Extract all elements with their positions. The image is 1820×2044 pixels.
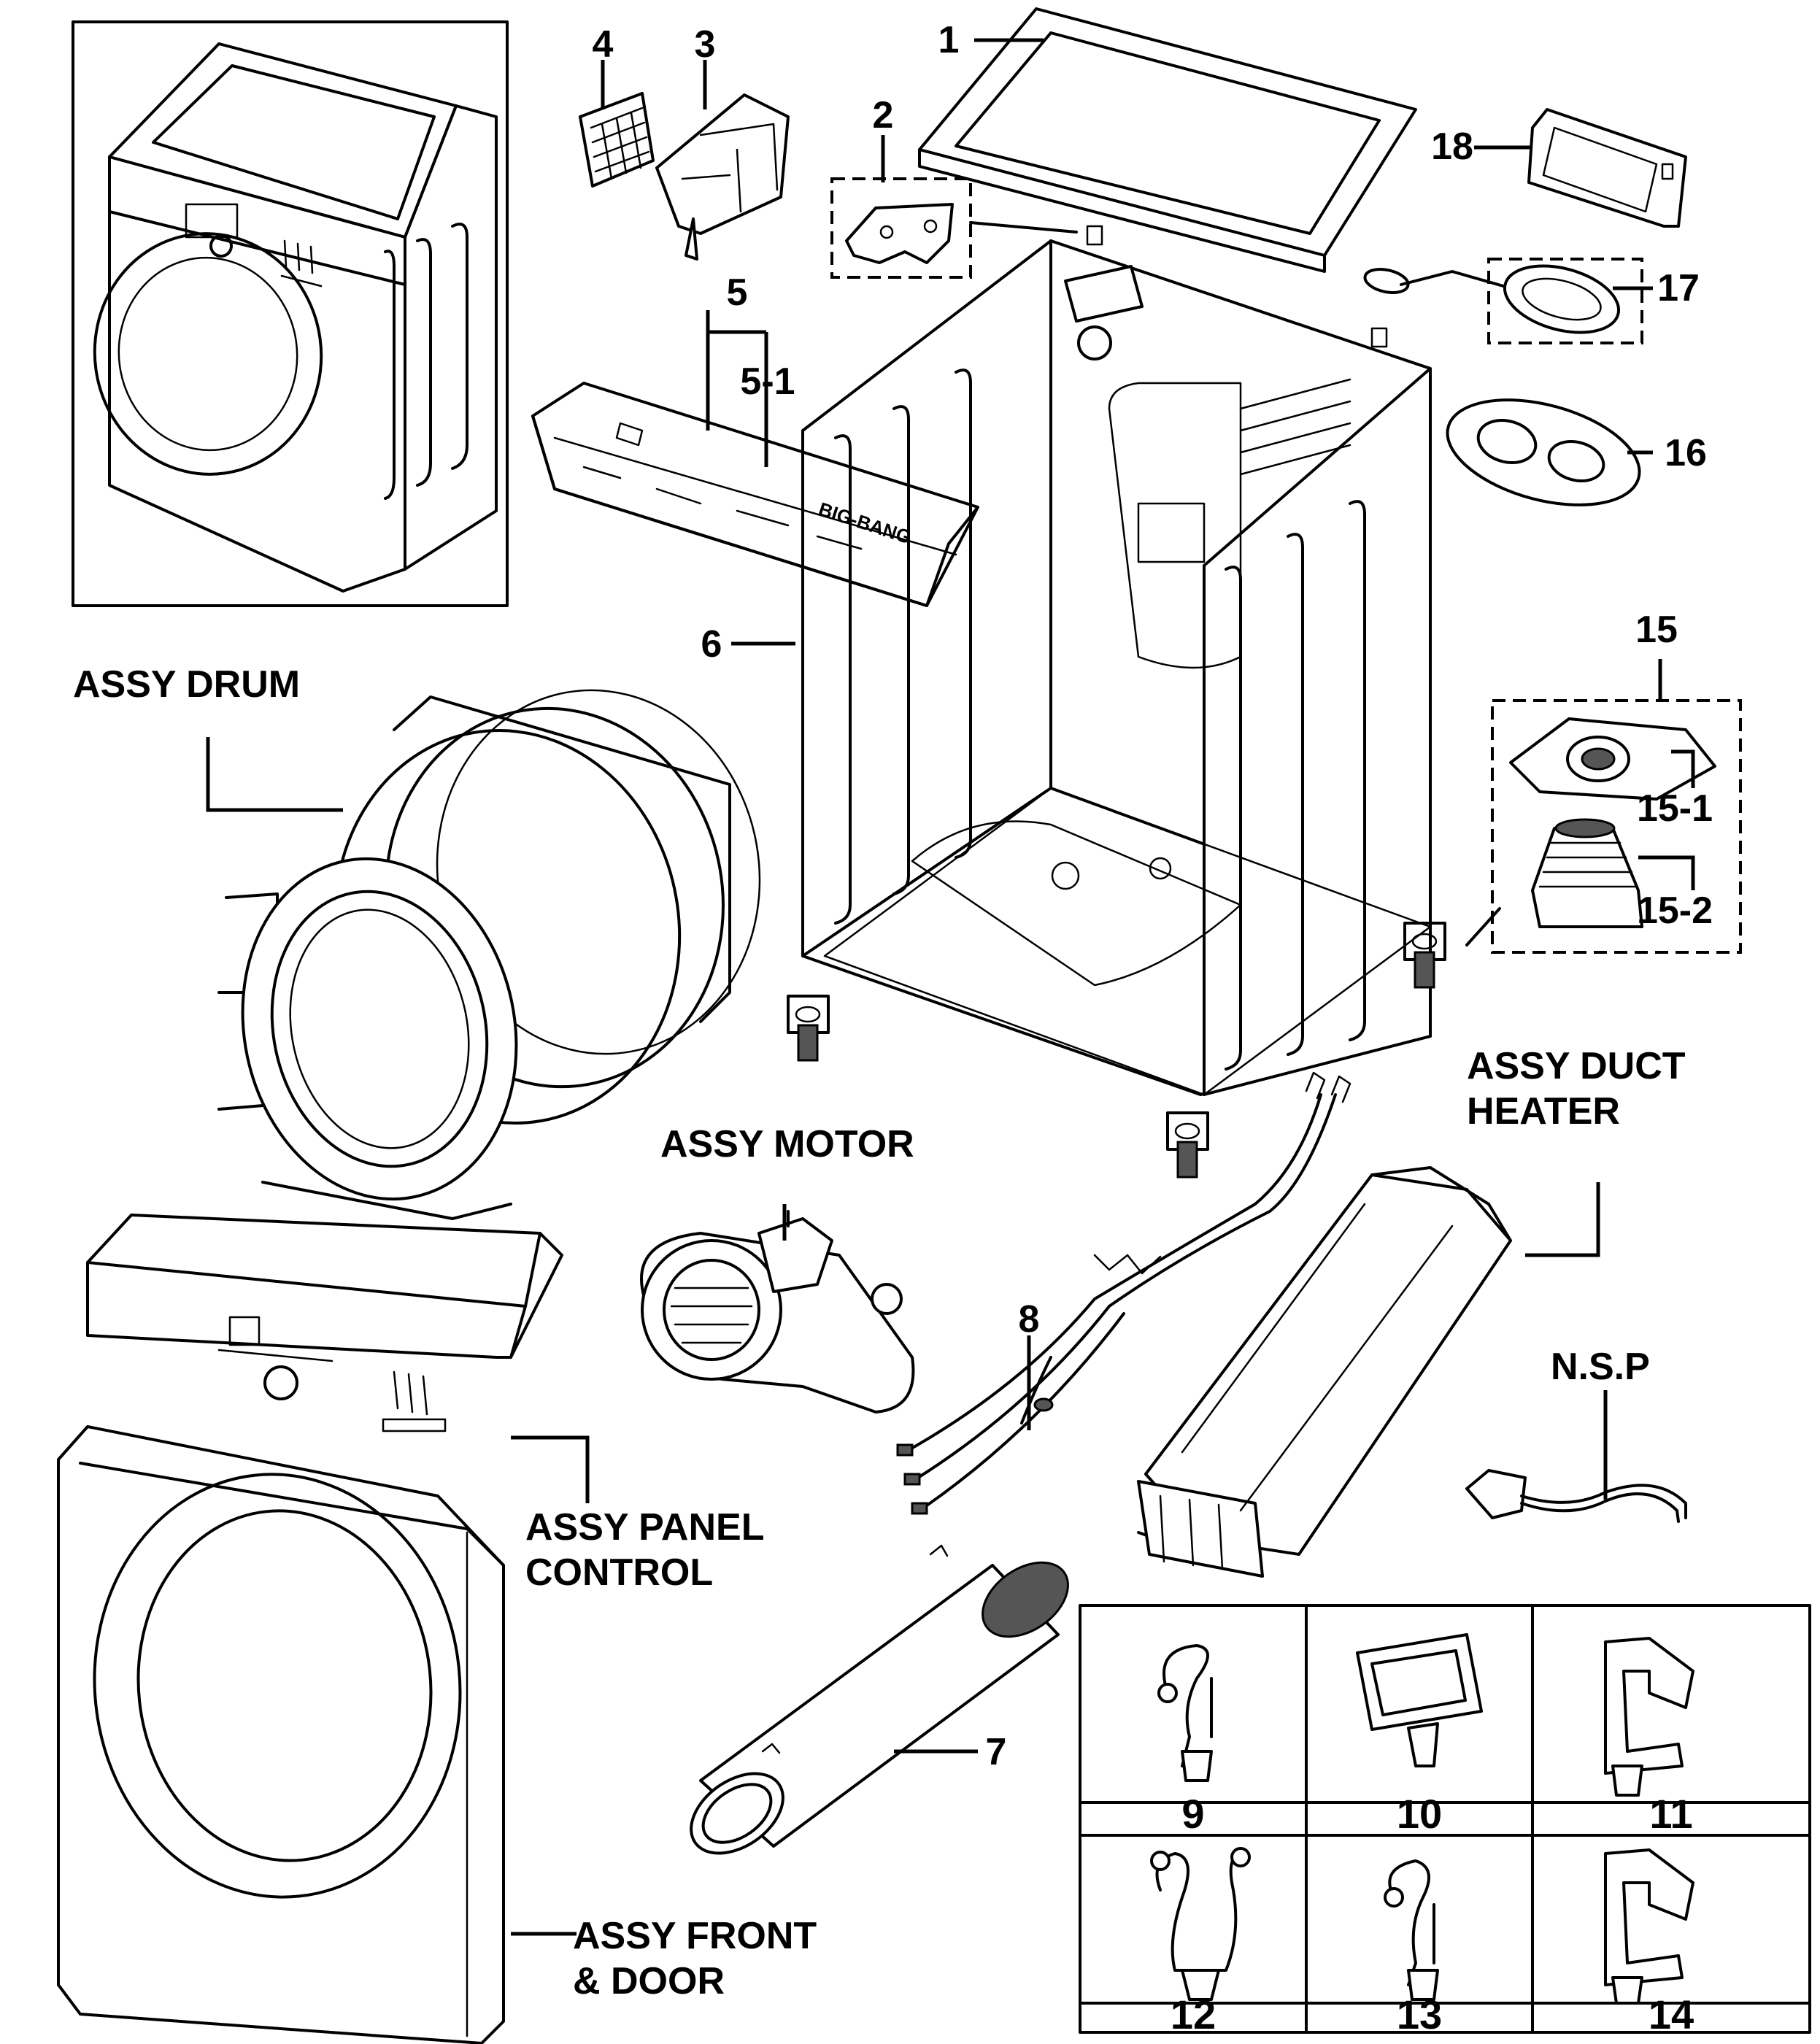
control-panel-assembly-illustration: [86, 1214, 563, 1432]
clip-10-illustration: [1356, 1633, 1483, 1767]
clip-12-illustration: [1150, 1847, 1251, 2001]
duct-heater-illustration: [1137, 1166, 1512, 1578]
label-assy-front-line2: & DOOR: [573, 1960, 725, 2002]
callout-15-1: 15-1: [1637, 787, 1713, 830]
part-18-plate: [1527, 108, 1687, 228]
callout-6: 6: [701, 623, 722, 666]
label-assy-front-line1: ASSY FRONT: [573, 1915, 817, 1957]
callout-4: 4: [593, 23, 614, 66]
drum-assembly-illustration: [217, 689, 761, 1220]
front-door-assembly-illustration: [57, 1425, 505, 2044]
callout-8: 8: [1019, 1298, 1040, 1341]
clip-9-illustration: [1157, 1644, 1213, 1782]
part-5-control-frame: BIG-BANG: [531, 382, 979, 607]
callout-2: 2: [873, 94, 894, 136]
clip-11-illustration: [1604, 1637, 1694, 1797]
callout-5: 5: [727, 271, 748, 314]
part-1-top-cover: [918, 7, 1417, 273]
clip-table: 9 10 11 12 13 14: [1079, 1604, 1811, 2037]
callout-1: 1: [938, 19, 960, 61]
leveling-foot-left: [787, 995, 830, 1062]
leveling-foot-center: [1166, 1111, 1209, 1179]
callout-15: 15: [1635, 609, 1678, 651]
part-15-foot-assembly: [1465, 699, 1742, 954]
motor-assembly-illustration: [640, 1210, 915, 1414]
clip-label-10: 10: [1397, 1791, 1442, 1837]
part-16-oval-bracket: [1446, 398, 1641, 506]
clip-14-illustration: [1604, 1848, 1694, 2005]
dryer-overview-illustration: [72, 20, 509, 607]
label-assy-motor: ASSY MOTOR: [660, 1123, 914, 1165]
callout-18: 18: [1431, 126, 1473, 168]
part-17-gasket-set: [1363, 258, 1643, 344]
callout-17: 17: [1657, 267, 1700, 309]
part-7-duct-pipe: [690, 1544, 1069, 1855]
label-assy-drum: ASSY DRUM: [73, 663, 300, 706]
clip-13-illustration: [1384, 1859, 1439, 2001]
callout-16: 16: [1665, 432, 1707, 474]
assembly-labels: ASSY DRUM ASSY MOTOR ASSY DUCT HEATER AS…: [73, 663, 1686, 2002]
part-4-filter: [579, 92, 655, 188]
callout-3: 3: [695, 23, 716, 66]
callout-7: 7: [986, 1731, 1007, 1773]
clip-label-13: 13: [1397, 1991, 1442, 2037]
part-3-housing: [655, 93, 790, 261]
clip-label-11: 11: [1649, 1791, 1692, 1837]
label-assy-duct-line2: HEATER: [1467, 1090, 1620, 1133]
callout-15-2: 15-2: [1637, 890, 1713, 932]
leveling-foot-right: [1403, 922, 1446, 989]
leader-lines: [206, 38, 1695, 1936]
nsp-power-cord: [1465, 1469, 1687, 1523]
label-assy-panel-line1: ASSY PANEL: [525, 1506, 765, 1549]
part-2-bracket: [830, 177, 1078, 279]
label-assy-panel-line2: CONTROL: [525, 1551, 713, 1594]
callout-labels: 1 2 3 4 5 5-1 6 7 8 15 15-1 15-2 16 17 1…: [593, 19, 1713, 1773]
callout-5-1: 5-1: [740, 360, 795, 403]
clip-label-14: 14: [1649, 1991, 1694, 2037]
label-assy-duct-line1: ASSY DUCT: [1467, 1045, 1686, 1087]
label-nsp: N.S.P: [1551, 1346, 1650, 1388]
clip-label-9: 9: [1181, 1791, 1204, 1837]
clip-label-12: 12: [1171, 1991, 1216, 2037]
part-6-cabinet: [801, 225, 1432, 1096]
